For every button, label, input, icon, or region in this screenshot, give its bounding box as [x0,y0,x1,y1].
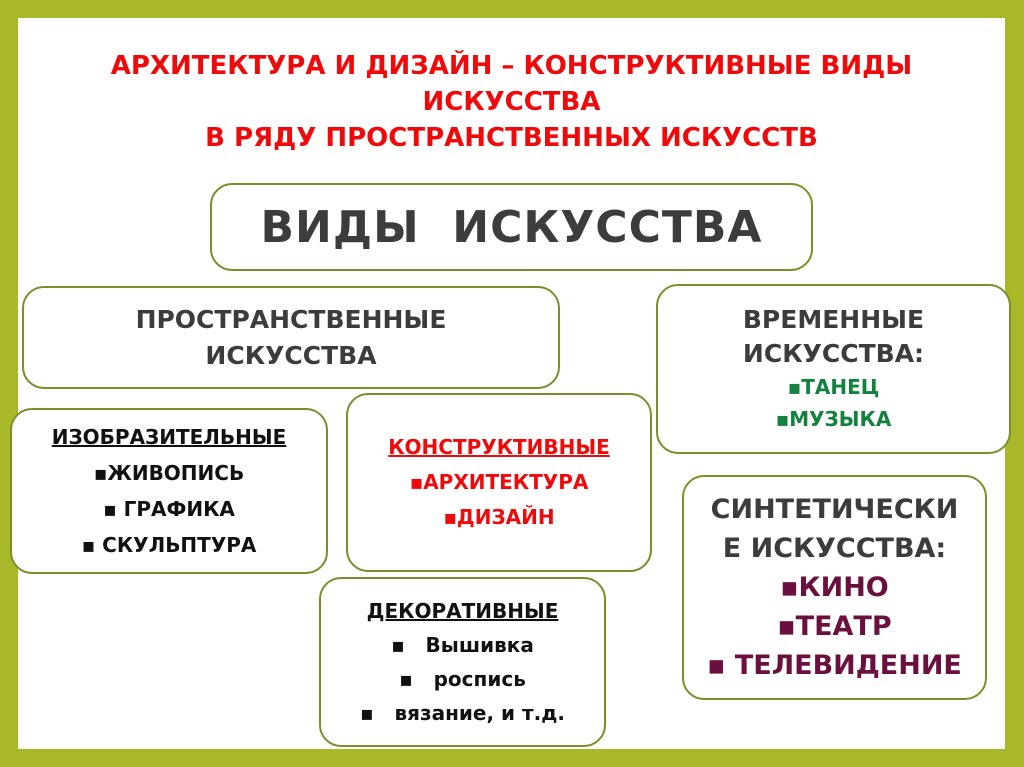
temporal-line-2: ИСКУССТВА: [742,339,925,368]
constructive-arts-box: КОНСТРУКТИВНЫЕ АРХИТЕКТУРА ДИЗАЙН [346,393,652,572]
fine-item-painting: ЖИВОПИСЬ [94,455,244,491]
synthetic-item-theatre: ТЕАТР [777,607,892,646]
fine-arts-box: ИЗОБРАЗИТЕЛЬНЫЕ ЖИВОПИСЬ ГРАФИКА СКУЛЬПТ… [10,408,328,574]
fine-heading: ИЗОБРАЗИТЕЛЬНЫЕ [51,425,287,449]
spatial-line-2: ИСКУССТВА [205,340,377,370]
spatial-line-1: ПРОСТРАНСТВЕННЫЕ [135,304,447,334]
title-line-3: В РЯДУ ПРОСТРАНСТВЕННЫХ ИСКУССТВ [205,123,818,153]
constructive-item-design: ДИЗАЙН [443,500,555,535]
title-line-2: ИСКУССТВА [422,87,601,117]
temporal-item-music: МУЗЫКА [776,403,891,435]
root-label: ВИДЫ ИСКУССТВА [260,201,763,253]
fine-item-sculpture: СКУЛЬПТУРА [82,527,256,563]
temporal-item-dance: ТАНЕЦ [788,371,879,403]
constructive-item-architecture: АРХИТЕКТУРА [410,465,588,500]
decorative-item-knitting: вязание, и т.д. [360,696,565,730]
decorative-item-painting: роспись [399,662,526,696]
synthetic-line-1: СИНТЕТИЧЕСКИ [710,494,959,525]
synthetic-item-television: ТЕЛЕВИДЕНИЕ [707,646,962,685]
temporal-arts-box: ВРЕМЕННЫЕ ИСКУССТВА: ТАНЕЦ МУЗЫКА [656,284,1011,454]
spatial-arts-box: ПРОСТРАНСТВЕННЫЕ ИСКУССТВА [22,286,560,389]
slide-title: АРХИТЕКТУРА И ДИЗАЙН – КОНСТРУКТИВНЫЕ ВИ… [18,48,1005,156]
synthetic-arts-box: СИНТЕТИЧЕСКИ Е ИСКУССТВА: КИНО ТЕАТР ТЕЛ… [682,475,987,700]
temporal-line-1: ВРЕМЕННЫЕ [742,305,925,334]
synthetic-line-2: Е ИСКУССТВА: [722,533,947,564]
decorative-arts-box: ДЕКОРАТИВНЫЕ Вышивка роспись вязание, и … [319,577,606,747]
decorative-heading: ДЕКОРАТИВНЫЕ [366,599,559,623]
fine-item-graphics: ГРАФИКА [103,491,235,527]
decorative-item-embroidery: Вышивка [391,628,534,662]
constructive-heading: КОНСТРУКТИВНЫЕ [388,435,610,459]
synthetic-item-cinema: КИНО [780,568,889,607]
title-line-1: АРХИТЕКТУРА И ДИЗАЙН – КОНСТРУКТИВНЫЕ ВИ… [110,51,913,81]
root-box-art-types: ВИДЫ ИСКУССТВА [210,183,813,271]
